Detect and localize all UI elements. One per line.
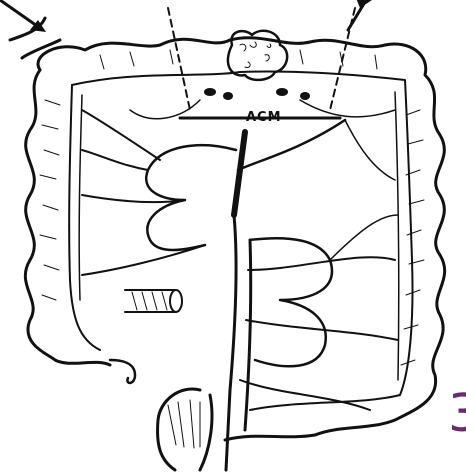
arrow-top-right: [348, 0, 372, 30]
ileum-stub: [110, 290, 182, 383]
acm-label: ACM: [246, 110, 282, 125]
side-numeral: 3: [448, 388, 466, 440]
main-artery-trunk: [226, 132, 251, 470]
rectum: [158, 389, 212, 470]
resection-lines: [168, 8, 355, 118]
lymph-nodes: [204, 88, 310, 100]
arrow-top-left: [0, 0, 46, 32]
